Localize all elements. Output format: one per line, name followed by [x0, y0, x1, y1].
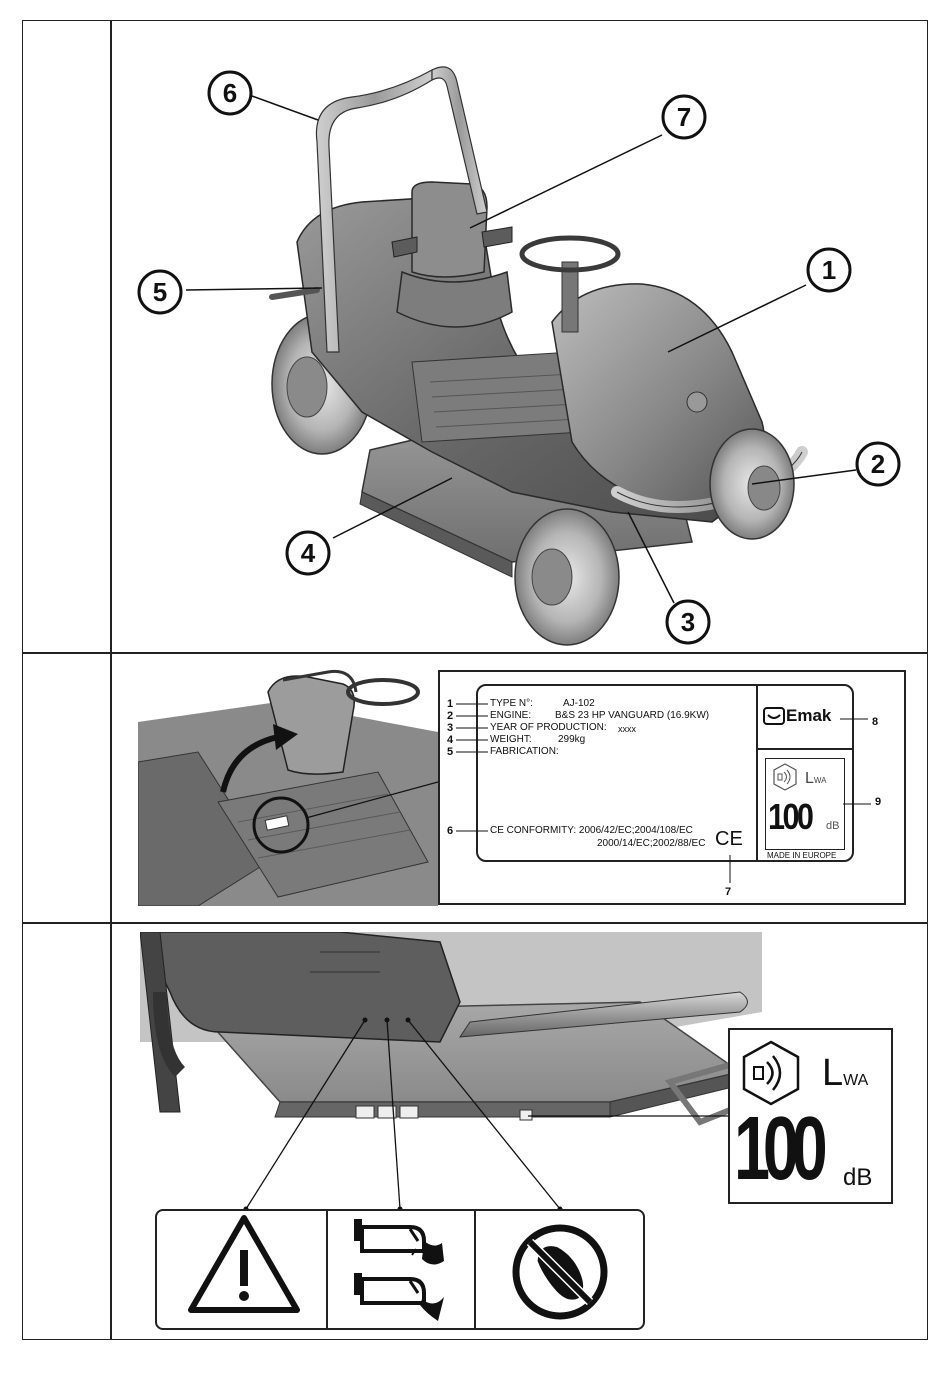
callout-5-label: 5: [153, 277, 167, 307]
plate-divider-h: [757, 748, 853, 750]
callout-7-label: 7: [677, 102, 691, 132]
ce-mark: CE: [715, 828, 743, 851]
plate-row-4-label: WEIGHT:: [490, 734, 532, 745]
db-unit-small: dB: [826, 820, 839, 832]
made-in: MADE IN EUROPE: [767, 851, 836, 860]
lwa-label-small: LWA: [805, 770, 827, 788]
safety-divider-2: [474, 1211, 476, 1328]
db-value-large: 100: [734, 1104, 821, 1194]
warning-triangle-icon: [185, 1212, 303, 1316]
callout-1-label: 1: [822, 255, 836, 285]
blade-hazard-icon: [352, 1213, 452, 1325]
db-value-small: 100: [768, 796, 811, 838]
plate-row-1-label: TYPE N°:: [490, 698, 533, 709]
callout-3-label: 3: [681, 607, 695, 637]
db-unit-large: dB: [843, 1164, 872, 1192]
plate-row-3-value: xxxx: [618, 724, 636, 734]
plate-row-3-label: YEAR OF PRODUCTION:: [490, 722, 607, 733]
no-feet-icon: [510, 1222, 610, 1322]
ce-conformity-num: 6: [447, 825, 453, 837]
sound-power-icon-large: [740, 1040, 802, 1106]
ce-mark-leader: [725, 855, 735, 885]
lwa-label-large: LWA: [822, 1052, 868, 1095]
ce-mark-num: 7: [725, 886, 731, 898]
plate-row-4-value: 299kg: [558, 734, 585, 745]
lwa-l-small: L: [805, 770, 814, 787]
safety-divider-1: [326, 1211, 328, 1328]
sound-power-icon: [772, 763, 798, 791]
lwa-sub-small: WA: [814, 776, 827, 785]
plate-row-2-label: ENGINE:: [490, 710, 531, 721]
emak-logo-icon: [763, 707, 785, 725]
lwa-sub-large: WA: [843, 1072, 868, 1089]
brand-num: 8: [872, 716, 878, 728]
ce-conformity-label-2: 2000/14/EC;2002/88/EC: [597, 838, 705, 849]
row-divider-1: [22, 652, 928, 654]
plate-row-5-label: FABRICATION:: [490, 746, 559, 757]
brand-name: Emak: [786, 706, 831, 726]
plate-row-1-value: AJ-102: [563, 698, 595, 709]
callout-6-label: 6: [223, 78, 237, 108]
callout-2-label: 2: [871, 449, 885, 479]
plate-location-illustration: [138, 662, 438, 906]
callout-markers: 1 2 3 4 5 6 7: [0, 0, 950, 652]
ce-conformity-label: CE CONFORMITY: 2006/42/EC;2004/108/EC: [490, 825, 693, 836]
plate-divider: [756, 684, 758, 862]
callout-4-label: 4: [301, 538, 316, 568]
brand-leader: [840, 716, 870, 722]
noise-leader: [843, 801, 873, 807]
lwa-l-large: L: [822, 1052, 843, 1094]
noise-num: 9: [875, 796, 881, 808]
plate-row-2-value: B&S 23 HP VANGUARD (16.9KW): [555, 710, 709, 721]
